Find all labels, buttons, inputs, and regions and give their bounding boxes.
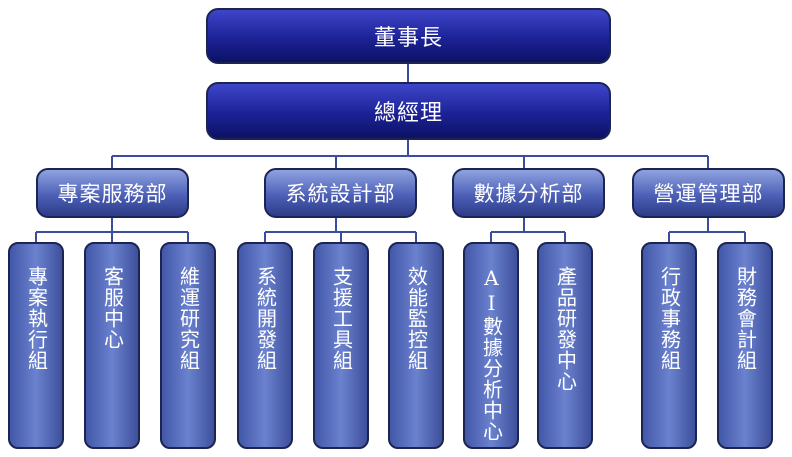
group-box: 客服中心 [84, 242, 140, 449]
dept-label: 專案服務部 [57, 182, 168, 206]
group-box: AI數據分析中心 [463, 242, 519, 449]
group-label: 專案執行組 [24, 266, 49, 371]
group-label: AI數據分析中心 [479, 266, 504, 442]
group-label: 系統開發組 [253, 266, 278, 371]
dept-system-design: 系統設計部 [264, 168, 417, 218]
group-label: 財務會計組 [733, 266, 758, 371]
dept-project-services: 專案服務部 [36, 168, 189, 218]
group-box: 系統開發組 [237, 242, 293, 449]
group-box: 維運研究組 [160, 242, 216, 449]
group-label: 效能監控組 [404, 266, 429, 371]
dept-data-analysis: 數據分析部 [452, 168, 605, 218]
group-box: 專案執行組 [8, 242, 64, 449]
dept-label: 營運管理部 [653, 182, 764, 206]
group-box: 財務會計組 [717, 242, 773, 449]
group-box: 行政事務組 [641, 242, 697, 449]
group-box: 產品研發中心 [537, 242, 593, 449]
group-label: 支援工具組 [329, 266, 354, 371]
group-label: 行政事務組 [657, 266, 682, 371]
dept-operations-management: 營運管理部 [632, 168, 785, 218]
dept-label: 系統設計部 [285, 182, 396, 206]
group-label: 客服中心 [100, 266, 125, 350]
dept-label: 數據分析部 [473, 182, 584, 206]
chairman-label: 董事長 [373, 26, 443, 51]
group-label: 維運研究組 [176, 266, 201, 371]
group-label: 產品研發中心 [553, 266, 578, 392]
group-box: 支援工具組 [313, 242, 369, 449]
chairman-box: 董事長 [206, 8, 611, 64]
general-manager-label: 總經理 [373, 101, 443, 126]
group-box: 效能監控組 [388, 242, 444, 449]
general-manager-box: 總經理 [206, 82, 611, 140]
